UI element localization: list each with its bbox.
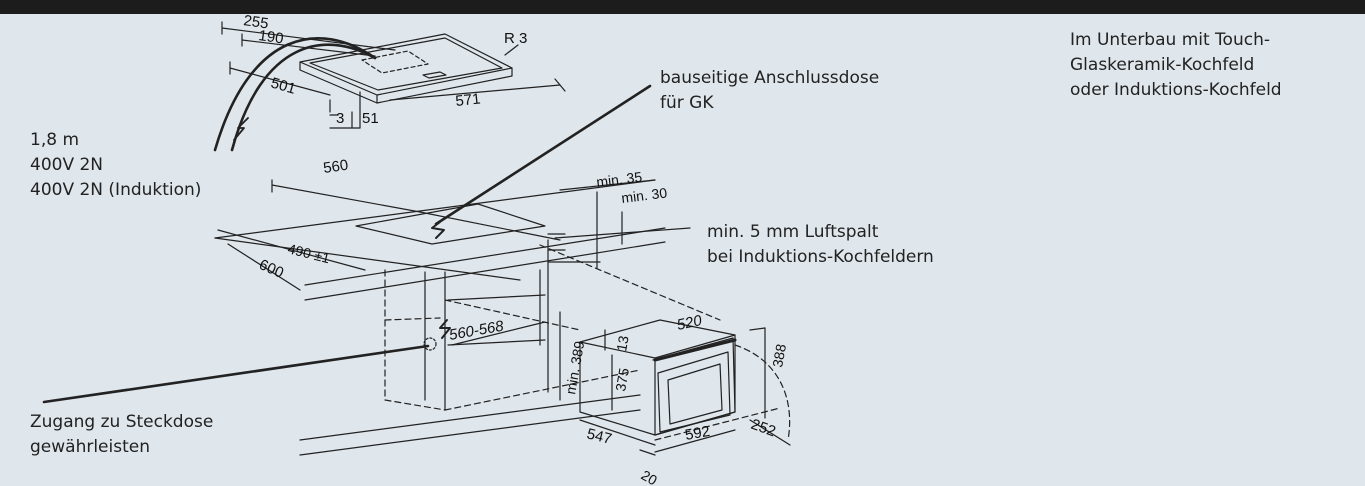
dim-oven-20: 20	[639, 467, 661, 486]
dim-hob-190: 190	[257, 27, 284, 47]
air-gap-note-line: bei Induktions-Kochfeldern	[707, 247, 934, 267]
top-bar	[0, 0, 1365, 14]
dim-oven-592: 592	[684, 423, 712, 444]
dim-oven-520: 520	[675, 312, 704, 334]
dim-niche-width: 560-568	[448, 318, 506, 344]
worktop-drawing	[214, 84, 691, 301]
dim-cutout-490: 490 ±1	[286, 240, 332, 266]
cabinet-drawing	[42, 239, 721, 456]
dim-oven-388: 388	[769, 343, 789, 369]
installation-note: Im Unterbau mit Touch- Glaskeramik-Kochf…	[1070, 28, 1282, 103]
cable-note-line: 1,8 m	[30, 130, 79, 150]
dim-cutout-560: 560	[322, 157, 349, 177]
dim-hob-255: 255	[242, 12, 269, 32]
dim-min-30: min. 30	[620, 184, 668, 206]
hob-drawing	[213, 21, 566, 152]
dim-hob-51: 51	[362, 110, 379, 127]
dim-oven-375: 375	[612, 367, 632, 393]
junction-box-note: bauseitige Anschlussdose für GK	[660, 66, 879, 116]
dim-hob-501: 501	[269, 75, 298, 98]
socket-access-note-line: gewährleisten	[30, 437, 150, 457]
air-gap-note: min. 5 mm Luftspalt bei Induktions-Kochf…	[707, 220, 934, 270]
installation-note-line: Im Unterbau mit Touch-	[1070, 30, 1270, 50]
dim-hob-571: 571	[455, 90, 482, 110]
socket-access-note-line: Zugang zu Steckdose	[30, 412, 214, 432]
dim-oven-13: 13	[613, 334, 631, 352]
installation-note-line: Glaskeramik-Kochfeld	[1070, 55, 1255, 75]
junction-box-note-line: für GK	[660, 93, 714, 113]
cable-note-line: 400V 2N	[30, 155, 104, 175]
dim-hob-radius: R 3	[504, 30, 527, 47]
cable-note-line: 400V 2N (Induktion)	[30, 180, 202, 200]
air-gap-note-line: min. 5 mm Luftspalt	[707, 222, 879, 242]
socket-access-note: Zugang zu Steckdose gewährleisten	[30, 410, 213, 460]
dim-niche-height: min. 389	[562, 340, 587, 396]
dim-hob-3: 3	[336, 110, 344, 127]
installation-note-line: oder Induktions-Kochfeld	[1070, 80, 1282, 100]
oven-drawing	[579, 319, 791, 456]
dim-oven-252: 252	[749, 416, 778, 441]
junction-box-note-line: bauseitige Anschlussdose	[660, 68, 880, 88]
dim-oven-547: 547	[585, 425, 613, 448]
dim-min-35: min. 35	[595, 168, 643, 190]
cable-note: 1,8 m 400V 2N 400V 2N (Induktion)	[30, 128, 201, 203]
